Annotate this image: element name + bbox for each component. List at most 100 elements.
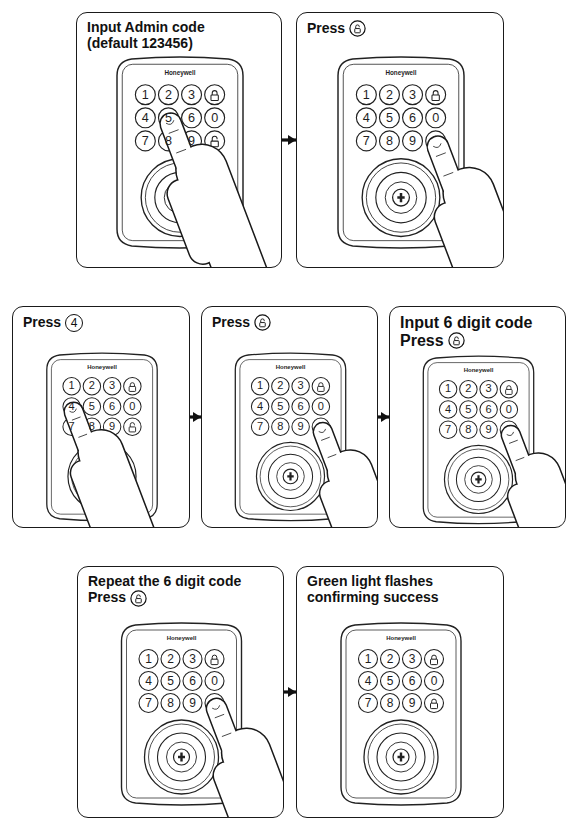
- deadbolt-ring: [167, 742, 197, 772]
- keypad-button: [425, 694, 444, 713]
- finger-crease: [321, 437, 330, 440]
- finger-nail: [212, 705, 219, 709]
- keypad-digit: 4: [365, 675, 372, 687]
- keypad-button: [356, 85, 376, 105]
- padlock-body: [211, 95, 218, 101]
- deadbolt-ring: [364, 720, 438, 794]
- keypad-button: [439, 381, 456, 398]
- keypad-digit: 7: [145, 697, 152, 709]
- escutcheon-outline: [341, 623, 461, 805]
- keypad-button: [480, 381, 497, 398]
- keypad-digit: 1: [142, 88, 149, 101]
- instruction-text: Press: [307, 21, 345, 37]
- keypad-digit: 1: [365, 653, 372, 665]
- keypad-digit: 4: [363, 112, 370, 125]
- keypad-button: [403, 85, 423, 105]
- finger-crease: [169, 130, 179, 134]
- finger-crease: [72, 417, 81, 420]
- keypad-button: [292, 398, 309, 415]
- flow-arrow: [190, 415, 201, 418]
- brand-name: Honeywell: [385, 69, 416, 75]
- flow-arrow: [284, 690, 296, 693]
- padlock-icon: [129, 383, 135, 392]
- keypad-digit: 4: [142, 112, 149, 125]
- keypad-digit: 2: [89, 381, 95, 392]
- lock-illustration: [77, 13, 282, 268]
- instruction-text: Green light flashes confirming success: [307, 574, 449, 605]
- keypad-digit: 1: [145, 653, 152, 665]
- keypad-button: [161, 672, 180, 691]
- padlock-shackle: [137, 595, 141, 599]
- keypad-button: [205, 650, 224, 669]
- keypad-button: [379, 108, 399, 128]
- padlock-body: [431, 703, 438, 708]
- keypad-button: [135, 85, 155, 105]
- keypad-button: [460, 401, 477, 418]
- keypad-button: [460, 421, 477, 438]
- key-cylinder: [174, 749, 190, 765]
- lock-illustration: [13, 307, 190, 528]
- keypad-digit: 2: [386, 88, 393, 101]
- deadbolt-ring: [268, 454, 312, 498]
- deadbolt-ring: [444, 445, 512, 513]
- padlock-body: [260, 323, 265, 327]
- padlock-icon: [136, 595, 141, 603]
- instruction-text: Press: [400, 332, 444, 350]
- keypad-button: [183, 650, 202, 669]
- keypad-digit: 1: [257, 381, 263, 392]
- finger-crease: [222, 733, 231, 737]
- padlock-icon: [506, 386, 512, 395]
- padlock-body: [432, 95, 439, 101]
- hand-outline: [538, 476, 566, 528]
- padlock-icon: [211, 655, 218, 664]
- deadbolt-ring: [465, 466, 493, 494]
- padlock-shackle: [212, 655, 217, 659]
- keypad-button: [161, 650, 180, 669]
- pointing-hand: [319, 429, 378, 528]
- keypad-button: [272, 398, 289, 415]
- step-panel: Input 6 digit codePressHoneywell12345607…: [389, 306, 566, 528]
- deadbolt-ring: [385, 182, 417, 214]
- step-instruction: Repeat the 6 digit codePress: [78, 567, 283, 607]
- padlock-shackle: [432, 699, 437, 703]
- keypad-digit: 6: [409, 675, 416, 687]
- keypad-digit: 9: [109, 421, 115, 432]
- keypad-digit: 9: [298, 421, 304, 432]
- keypad-digit: 5: [465, 404, 471, 415]
- padlock-body: [453, 341, 458, 345]
- hand-fill: [182, 194, 203, 250]
- keypad-digit: 5: [89, 401, 95, 412]
- keypad-digit: 8: [386, 135, 393, 148]
- padlock-icon: [129, 423, 135, 432]
- instruction-line: Green light flashes confirming success: [307, 574, 497, 605]
- step-instruction: Press4: [13, 307, 189, 332]
- keypad-digit: 3: [409, 653, 416, 665]
- finger-crease: [443, 172, 453, 176]
- keypad-button: [425, 650, 444, 669]
- keypad-digit: 9: [486, 424, 492, 435]
- flow-arrow: [282, 138, 296, 141]
- step-instruction: Input Admin code (default 123456): [77, 13, 281, 51]
- keypad-button: [292, 418, 309, 435]
- padlock-body: [431, 659, 438, 664]
- deadbolt-ring: [277, 463, 305, 491]
- padlock-shackle: [261, 319, 265, 323]
- padlock-icon: [211, 91, 218, 101]
- keypad-button: [182, 108, 202, 128]
- brand-name: Honeywell: [164, 69, 195, 75]
- keypad-digit: 7: [69, 421, 75, 432]
- instruction-text: Press: [88, 590, 126, 606]
- keypad-digit: 8: [465, 424, 471, 435]
- brand-name: Honeywell: [276, 364, 306, 370]
- hand-fill: [332, 493, 353, 528]
- keypad-button: [251, 378, 268, 395]
- step-panel: Repeat the 6 digit codePressHoneywell123…: [77, 566, 284, 818]
- keypad-digit: 0: [431, 675, 438, 687]
- keypad-button: [403, 108, 423, 128]
- hand-fill: [227, 775, 248, 818]
- keypad-digit: 2: [165, 88, 172, 101]
- keypad-button: [251, 418, 268, 435]
- keypad-button: [205, 108, 225, 128]
- keypad-digit: 7: [363, 135, 370, 148]
- pointing-hand: [212, 705, 284, 818]
